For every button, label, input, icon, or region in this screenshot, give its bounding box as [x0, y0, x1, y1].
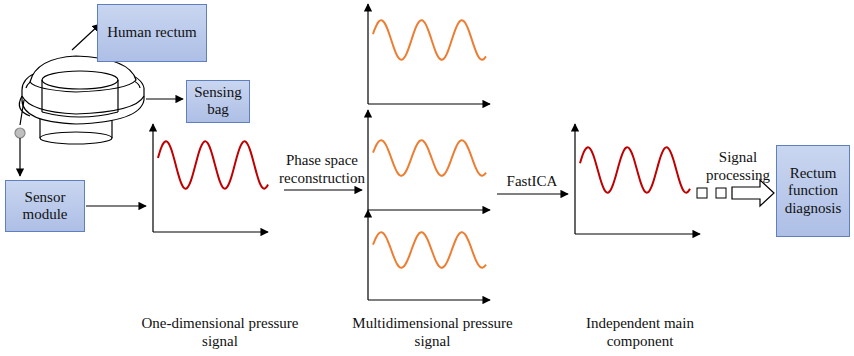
label-box: Sensing bag [186, 80, 250, 123]
box-text: Rectum function diagnosis [781, 165, 845, 217]
step-square [697, 188, 707, 198]
box-text: Sensing bag [191, 84, 245, 119]
axis [574, 124, 575, 234]
axis [367, 210, 368, 300]
signal-wave [158, 141, 268, 188]
step-label: FastICA [492, 172, 572, 190]
label-box: Rectum function diagnosis [776, 145, 850, 237]
box-text: Human rectum [107, 24, 197, 41]
signal-chart [368, 210, 490, 300]
flow-arrow [86, 205, 146, 206]
axis [575, 233, 700, 234]
chart-caption: Independent main component [565, 314, 715, 350]
box-text: Sensor module [10, 189, 80, 224]
signal-wave [373, 140, 486, 175]
signal-wave [373, 232, 486, 267]
chart-caption: Multidimensional pressure signal [350, 314, 515, 350]
axis [152, 124, 153, 232]
chart-caption: One-dimensional pressure signal [140, 314, 300, 350]
axis [368, 299, 490, 300]
step-label: Phase space reconstruction [276, 151, 368, 187]
flow-arrow [284, 189, 362, 190]
block-arrow [732, 180, 774, 206]
signal-chart [368, 4, 490, 104]
axis [153, 231, 268, 232]
label-box: Sensor module [5, 180, 85, 232]
signal-wave [580, 147, 690, 192]
rectum-illustration [15, 56, 144, 176]
leader-arrow [72, 24, 100, 50]
signal-chart [153, 124, 268, 232]
flow-arrow [497, 193, 568, 194]
signal-chart [575, 124, 700, 234]
axis [367, 110, 368, 210]
leader-arrow [146, 98, 183, 99]
axis [367, 4, 368, 104]
signal-wave [373, 20, 486, 59]
axis [368, 209, 490, 210]
label-box: Human rectum [97, 4, 207, 62]
axis [368, 103, 490, 104]
step-label: Signal processing [700, 148, 776, 184]
signal-chart [368, 110, 490, 210]
step-square [716, 188, 726, 198]
